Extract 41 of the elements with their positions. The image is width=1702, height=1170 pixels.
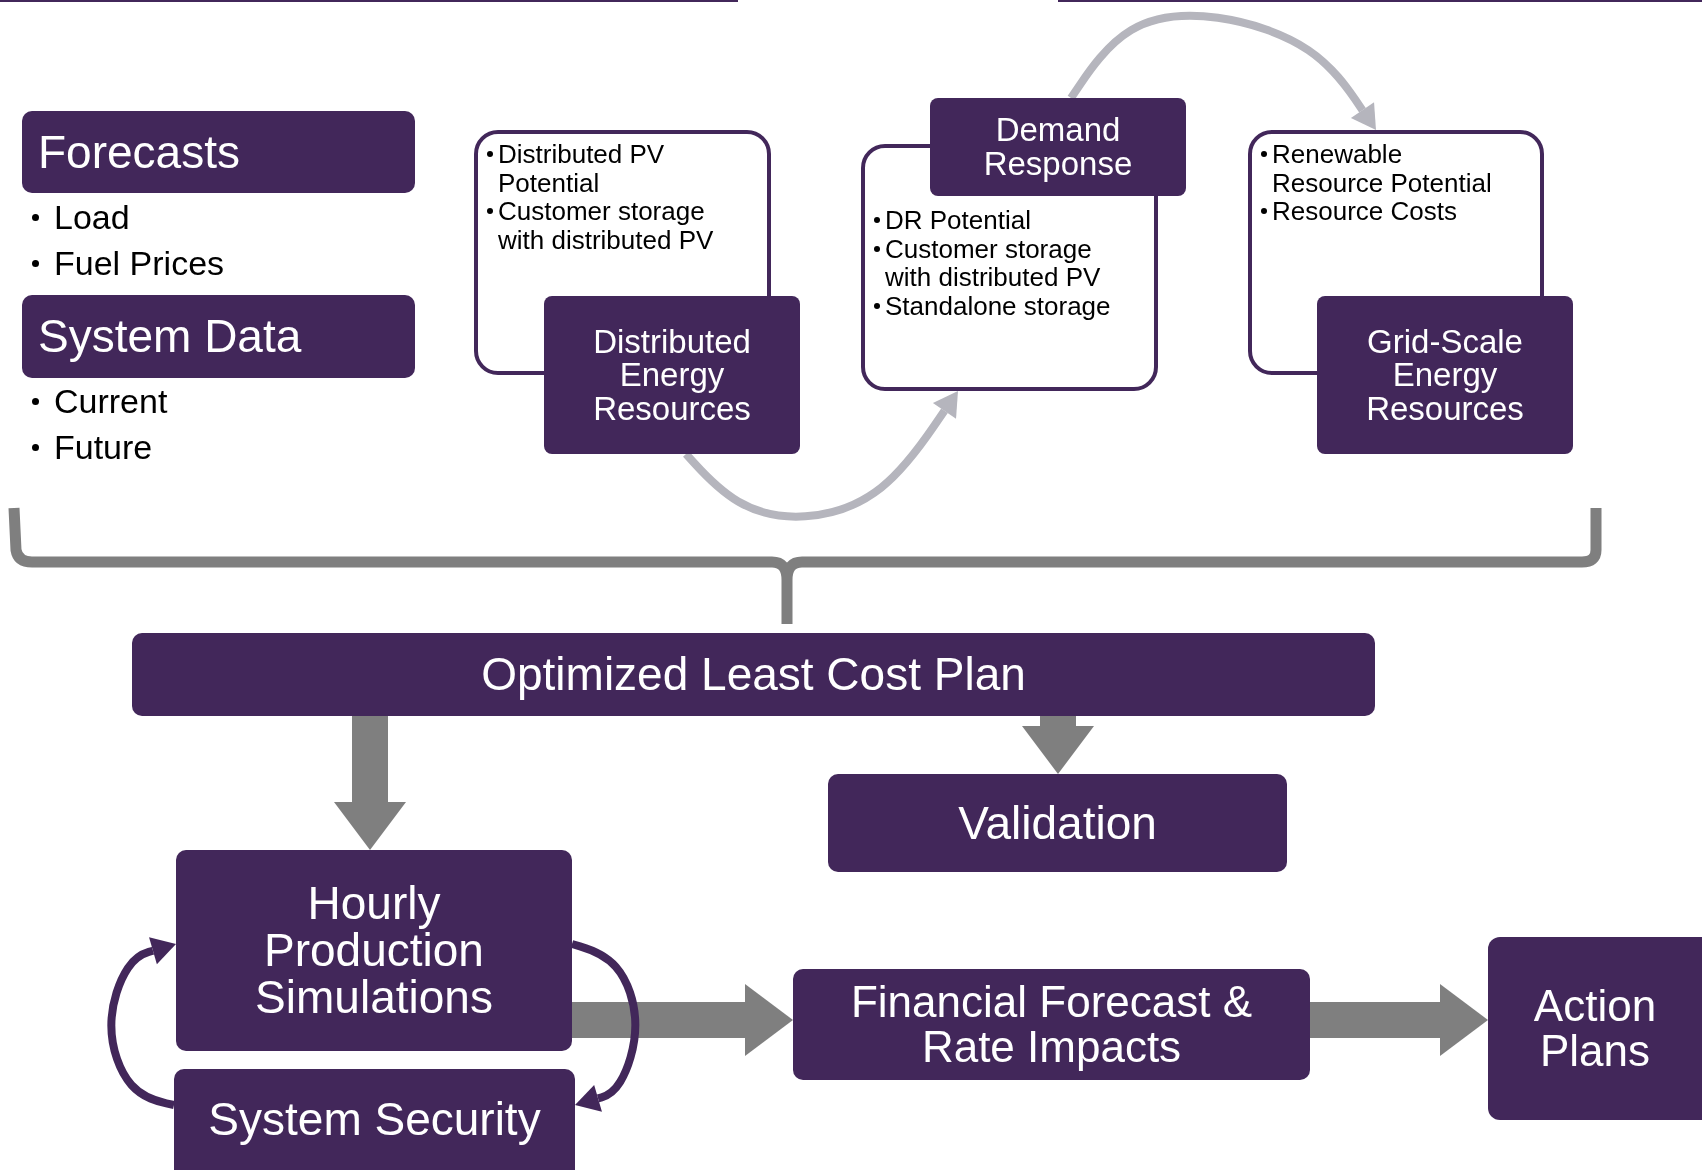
bullet-text: Current <box>54 382 168 420</box>
process-box <box>176 850 572 1051</box>
curved-arrow <box>107 937 176 1109</box>
bullet-text: Customer storage with distributed PV <box>885 233 1101 293</box>
node-title: System Data <box>38 313 302 360</box>
process-box <box>22 295 415 378</box>
heading-box: Grid-Scale Energy Resources <box>1317 296 1573 454</box>
block-arrow <box>572 984 793 1056</box>
bullet-text: Resource Costs <box>1272 196 1457 227</box>
process-box <box>174 1069 575 1170</box>
resource-group <box>474 130 800 454</box>
heading-box: Distributed Energy Resources <box>544 296 800 454</box>
curved-arrow <box>683 391 958 521</box>
bullet-text: Load <box>54 198 130 236</box>
process-box <box>132 633 1375 716</box>
bullet-text: Standalone storage <box>885 290 1111 321</box>
node-title: Forecasts <box>38 128 240 176</box>
node-title: Hourly Production Simulations <box>254 880 494 1021</box>
block-arrow <box>1310 984 1488 1056</box>
bullet-text: Customer storage with distributed PV <box>498 196 714 255</box>
block-arrow <box>1022 716 1094 774</box>
process-box <box>793 969 1310 1080</box>
block-arrow <box>334 716 406 850</box>
process-box <box>828 774 1287 872</box>
resource-group <box>1248 130 1573 454</box>
heading-box: Demand Response <box>930 98 1186 196</box>
process-box <box>22 111 415 193</box>
curved-arrow <box>570 940 640 1112</box>
node-title: Financial Forecast & Rate Impacts <box>849 979 1254 1070</box>
node-title: Validation <box>958 799 1157 847</box>
bullet-text: Fuel Prices <box>54 244 225 282</box>
curved-arrow <box>1067 11 1376 130</box>
node-title: System Security <box>208 1096 541 1143</box>
bullet-text: Future <box>54 428 153 466</box>
process-box <box>1488 937 1702 1120</box>
node-title: Optimized Least Cost Plan <box>481 651 1026 698</box>
node-title: Action Plans <box>1532 983 1658 1074</box>
resource-group <box>861 98 1186 391</box>
bullet-text: Renewable Resource Potential <box>1272 139 1492 198</box>
bullet-text: DR Potential <box>885 205 1031 235</box>
bullet-text: Distributed PV Potential <box>498 139 665 198</box>
